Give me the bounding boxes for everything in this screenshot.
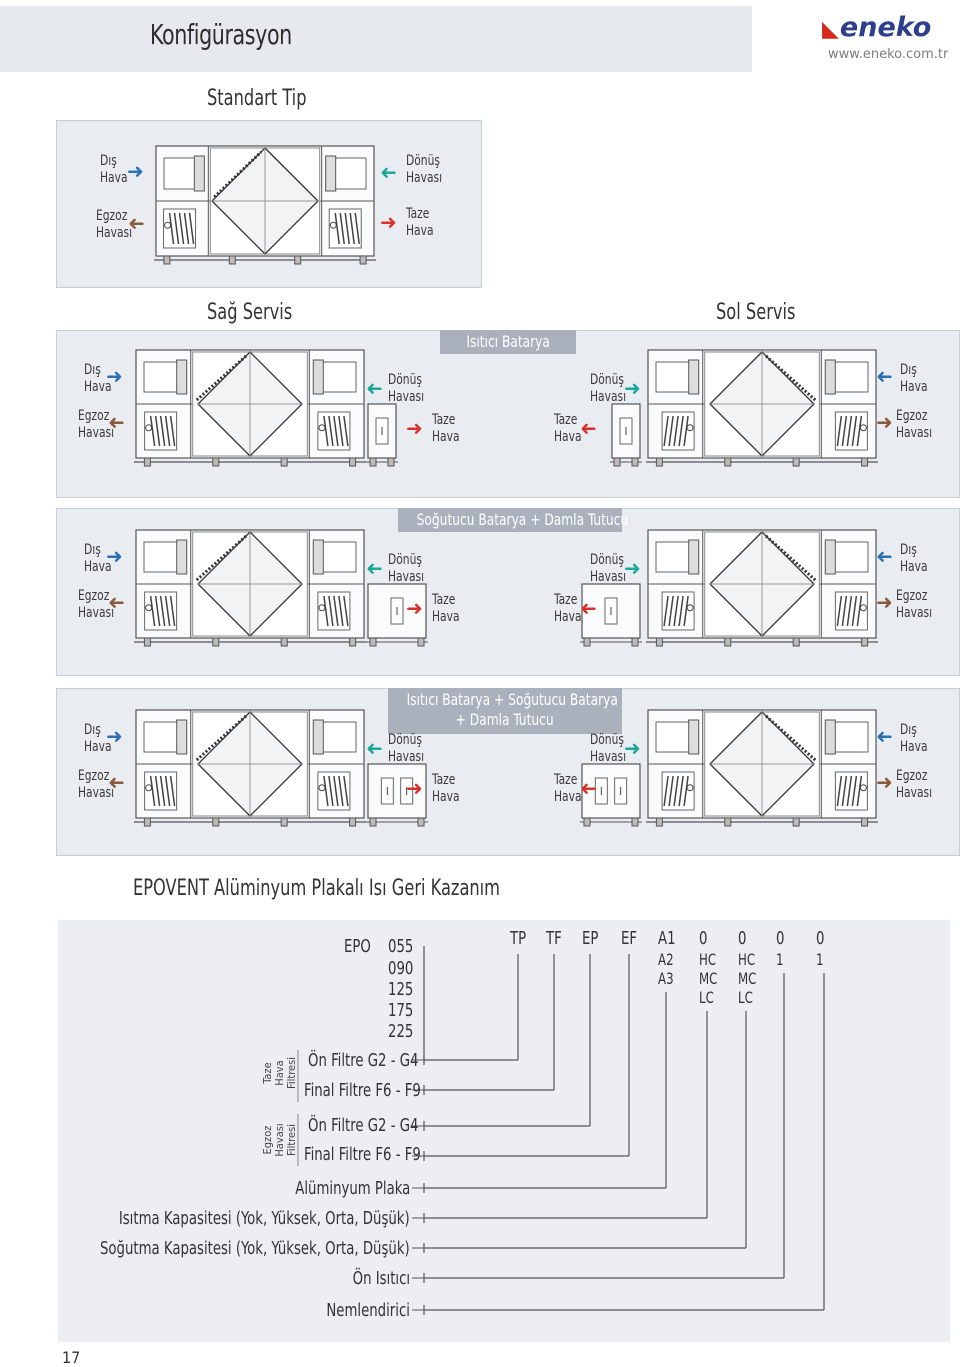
model-prefix: EPO <box>344 936 371 957</box>
row3-outdoor-arrow-icon: ➜ <box>106 724 123 748</box>
taze-final-filtre: Final Filtre F6 - F9 <box>304 1080 421 1101</box>
row2-left-ahu-unit <box>646 529 878 647</box>
egzoz-on-filtre: Ön Filtre G2 - G4 <box>308 1115 419 1136</box>
website-url: www.eneko.com.tr <box>828 47 949 62</box>
row1-tag: Isıtıcı Batarya <box>440 330 576 354</box>
row1-left-ahu-unit <box>646 349 878 467</box>
row2-fresh-arrow-icon: ➜ <box>406 596 423 620</box>
egzoz-filter-group-label: Egzoz Havası Filtresi <box>261 1123 298 1157</box>
standard-type-title: Standart Tip <box>207 86 307 111</box>
row3-left-module <box>580 763 642 827</box>
row1-fresh-arrow-icon: ➜ <box>406 416 423 440</box>
code-panel <box>58 920 950 1342</box>
size-090: 090 <box>388 958 414 979</box>
standard-ahu-unit <box>154 145 376 265</box>
row2-left-module <box>580 583 642 647</box>
nemlendirici: Nemlendirici <box>326 1300 410 1321</box>
row2-return-left-arrow-icon: ➜ <box>624 556 641 580</box>
size-175: 175 <box>388 1000 414 1021</box>
code-col-3: EP <box>582 928 599 949</box>
page-title: Konfigürasyon <box>150 18 292 51</box>
row1-right-ahu-unit <box>134 349 366 467</box>
row2-tag: Soğutucu Batarya + Damla Tutucu <box>398 508 628 532</box>
row2-right-ahu-unit <box>134 529 366 647</box>
row1-exhaust-left-arrow-icon: ➜ <box>876 410 893 434</box>
size-125: 125 <box>388 979 414 1000</box>
code-col-1: TP <box>510 928 527 949</box>
arrow-fresh-icon: ➜ <box>380 210 397 234</box>
row3-tag: Isıtıcı Batarya + Soğutucu Batarya+ Daml… <box>388 688 622 734</box>
row1-return-left-arrow-icon: ➜ <box>624 376 641 400</box>
header-bar <box>0 6 752 72</box>
row1-right-module <box>366 403 398 467</box>
logo-mark-icon: ◣ <box>822 17 839 42</box>
sogutma-kapasitesi: Soğutma Kapasitesi (Yok, Yüksek, Orta, D… <box>100 1238 410 1259</box>
taze-filter-group-label: Taze Hava Filtresi <box>261 1056 298 1090</box>
row1-outdoor-arrow-icon: ➜ <box>106 364 123 388</box>
code-title: EPOVENT Alüminyum Plakalı Isı Geri Kazan… <box>133 876 501 901</box>
isitma-kapasitesi: Isıtma Kapasitesi (Yok, Yüksek, Orta, Dü… <box>119 1208 410 1229</box>
taze-on-filtre: Ön Filtre G2 - G4 <box>308 1050 419 1071</box>
on-isitici: Ön Isıtıcı <box>352 1268 410 1289</box>
row2-exhaust-left-arrow-icon: ➜ <box>876 590 893 614</box>
eneko-logo: ◣eneko <box>822 12 932 43</box>
aluminyum-plaka: Alüminyum Plaka <box>294 1178 410 1199</box>
row3-right-module <box>366 763 428 827</box>
row3-left-ahu-unit <box>646 709 878 827</box>
code-col-2: TF <box>546 928 562 949</box>
size-055: 055 <box>388 936 414 957</box>
page-number: 17 <box>62 1348 81 1367</box>
code-col-4: EF <box>621 928 638 949</box>
row3-return-left-arrow-icon: ➜ <box>624 736 641 760</box>
left-service-title: Sol Servis <box>716 300 796 325</box>
right-service-title: Sağ Servis <box>207 300 293 325</box>
row2-right-module <box>366 583 428 647</box>
row2-outdoor-arrow-icon: ➜ <box>106 544 123 568</box>
row3-right-ahu-unit <box>134 709 366 827</box>
size-225: 225 <box>388 1021 414 1042</box>
egzoz-final-filtre: Final Filtre F6 - F9 <box>304 1144 421 1165</box>
row1-left-module <box>610 403 642 467</box>
arrow-outdoor-icon: ➜ <box>127 159 144 183</box>
row3-exhaust-left-arrow-icon: ➜ <box>876 770 893 794</box>
row3-fresh-arrow-icon: ➜ <box>406 776 423 800</box>
